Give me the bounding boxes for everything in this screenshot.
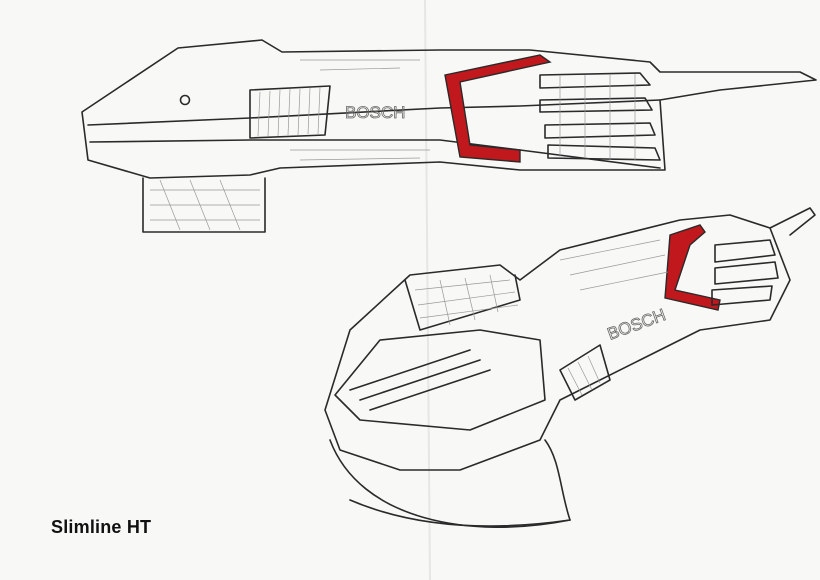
vent-grille (539, 72, 661, 161)
grinder-side-view: BOSCH (81, 39, 817, 233)
grinder-perspective-view: BOSCH (324, 207, 816, 528)
sketch-caption: Slimline HT (51, 517, 152, 537)
paper-fold (424, 0, 431, 580)
brand-logo-2: BOSCH (605, 305, 668, 344)
brand-logo: BOSCH (345, 103, 405, 122)
